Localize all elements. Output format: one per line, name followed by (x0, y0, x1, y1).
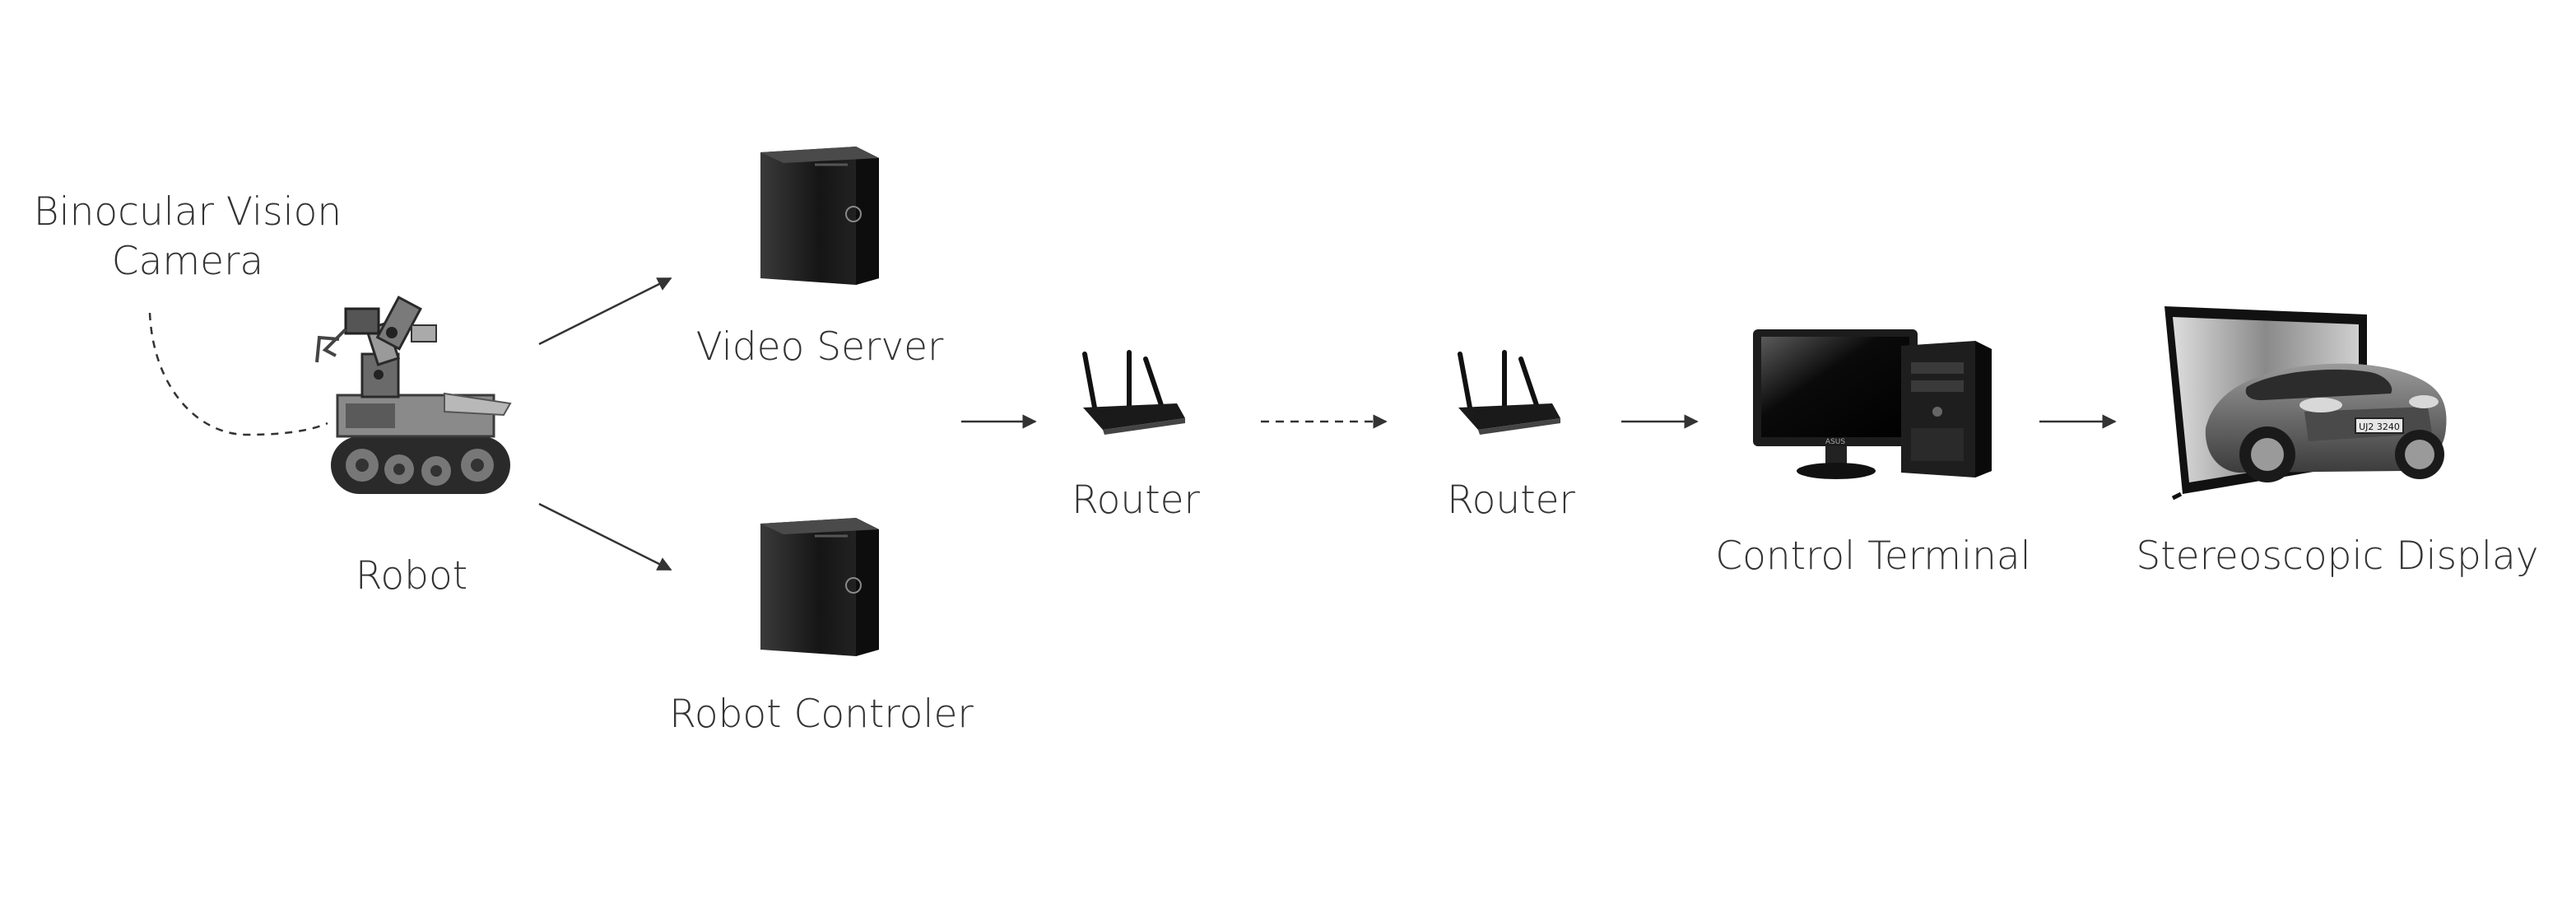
camera-link-dashed (148, 312, 328, 436)
video-server-label: Video Server (695, 324, 944, 370)
router-2-icon (1458, 350, 1560, 435)
tracked-robot-arm-icon (315, 296, 512, 494)
monitor-brand: ASUS (1825, 438, 1845, 446)
arrow-robot-to-robot-controller (538, 502, 672, 571)
desktop-computer-icon: ASUS (1753, 329, 1992, 479)
router-1-icon (1082, 350, 1185, 435)
binocular-camera-label-line2: Camera (111, 239, 264, 284)
3d-display-car-icon: UJ2 3240 (2164, 306, 2447, 501)
control-terminal-label: Control Terminal (1715, 534, 2031, 579)
video-server-tower-icon (760, 147, 879, 285)
arrow-robot-to-video-server (538, 277, 672, 346)
robot-controller-label: Robot Controler (669, 692, 974, 737)
binocular-camera-label-line1: Binocular Vision (33, 189, 342, 235)
robot-controller-tower-icon (760, 518, 879, 656)
robot-label: Robot (355, 553, 468, 599)
stereoscopic-display-label: Stereoscopic Display (2136, 534, 2539, 579)
router-1-label: Router (1072, 478, 1200, 523)
router-2-label: Router (1447, 478, 1575, 523)
license-plate-text: UJ2 3240 (2359, 422, 2400, 432)
